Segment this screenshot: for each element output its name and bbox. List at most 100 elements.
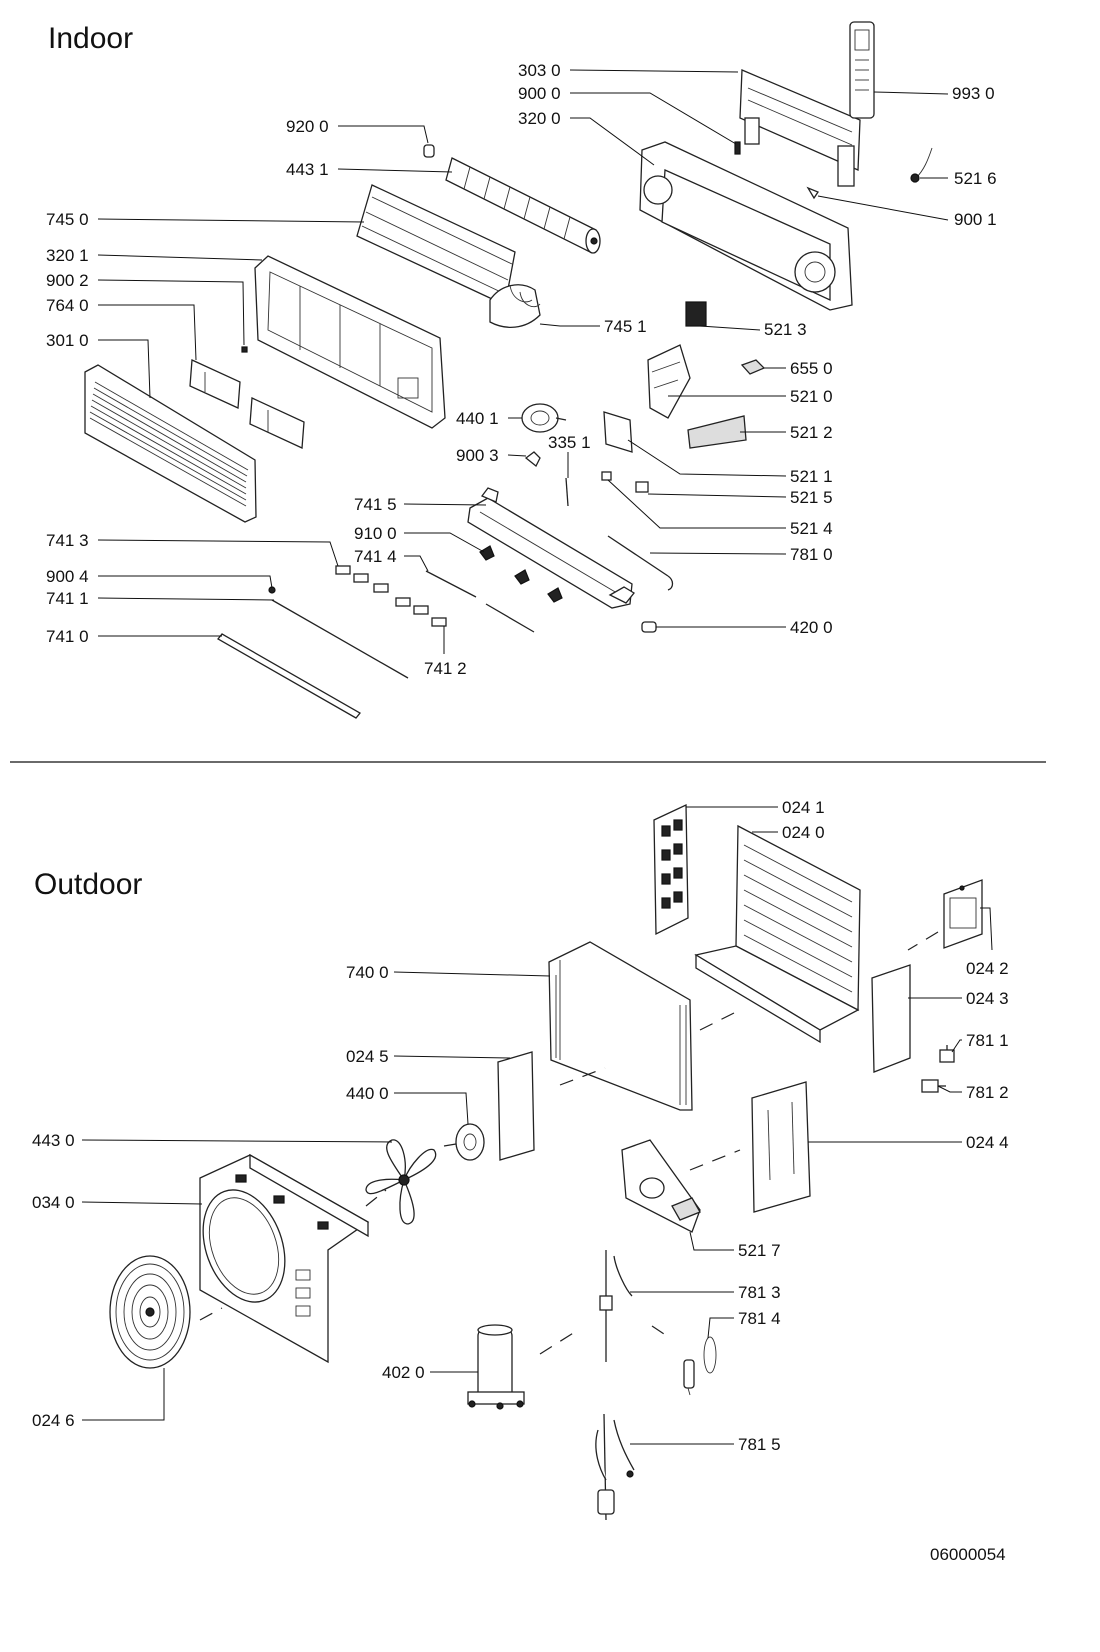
callout-521-7: 521 7: [738, 1241, 781, 1260]
callout-024-5: 024 5: [346, 1047, 389, 1066]
callout-741-2: 741 2: [424, 659, 467, 678]
component-655-0: [740, 359, 766, 375]
dash-024-4: [689, 1149, 741, 1171]
louver-bar-741-1: [271, 599, 409, 679]
callout-420-0: 420 0: [790, 618, 833, 637]
dash-024-6: [199, 1307, 223, 1321]
callout-741-1: 741 1: [46, 589, 89, 608]
callout-443-1: 443 1: [286, 160, 329, 179]
front-cabinet-drawing: [199, 1153, 370, 1364]
four-way-valve-drawing: [595, 1413, 635, 1521]
callout-024-1: 024 1: [782, 798, 825, 817]
rod-741-4-b: [485, 603, 535, 633]
terminal-cover-drawing: [943, 879, 983, 949]
callout-320-1: 320 1: [46, 246, 89, 265]
propeller-fan-drawing: [365, 1139, 437, 1225]
callout-024-3: 024 3: [966, 989, 1009, 1008]
callout-034-0: 034 0: [32, 1193, 75, 1212]
pcb-drawing: [687, 415, 747, 449]
callout-741-0: 741 0: [46, 627, 89, 646]
drain-tray-drawing: [467, 487, 635, 609]
callout-745-0: 745 0: [46, 210, 89, 229]
evaporator-drawing: [356, 184, 516, 306]
right-panel-drawing: [751, 1081, 811, 1213]
callout-024-0: 024 0: [782, 823, 825, 842]
louvers-drawing: [335, 565, 447, 627]
callout-521-6: 521 6: [954, 169, 997, 188]
evaporator-pipes-drawing: [489, 284, 541, 328]
callout-024-2: 024 2: [966, 959, 1009, 978]
callout-521-3: 521 3: [764, 320, 807, 339]
callout-521-0: 521 0: [790, 387, 833, 406]
compressor-drawing: [467, 1324, 525, 1410]
condenser-coil-drawing: [548, 941, 693, 1111]
callout-741-5: 741 5: [354, 495, 397, 514]
bearing-drawing: [423, 144, 435, 158]
flap-741-0: [217, 633, 361, 719]
shaft-335-1: [565, 477, 569, 507]
callout-335-1: 335 1: [548, 433, 591, 452]
side-panel-drawing: [871, 964, 911, 1073]
mounting-plate-drawing: [739, 69, 861, 187]
screw-900-1: [806, 186, 819, 200]
callout-781-2: 781 2: [966, 1083, 1009, 1102]
indoor-fan-motor-drawing: [521, 403, 567, 433]
clip-900-3: [524, 451, 541, 468]
pipe-assembly-781-3: [599, 1250, 633, 1362]
fan-guard-drawing: [109, 1255, 191, 1369]
remote-control-drawing: [849, 21, 875, 119]
component-521-4: [601, 471, 612, 481]
callout-440-0: 440 0: [346, 1084, 389, 1103]
outdoor-section-title: Outdoor: [34, 868, 142, 901]
dash-740-0-a: [699, 1009, 741, 1031]
clips-910-0: [479, 545, 495, 561]
callout-320-0: 320 0: [518, 109, 561, 128]
chassis-drawing: [639, 141, 853, 311]
screw-900-2: [241, 346, 248, 353]
front-panel-drawing: [84, 364, 257, 523]
callout-900-0: 900 0: [518, 84, 561, 103]
callout-741-3: 741 3: [46, 531, 89, 550]
sensor-drawing: [910, 147, 933, 183]
callout-303-0: 303 0: [518, 61, 561, 80]
callout-521-5: 521 5: [790, 488, 833, 507]
callout-402-0: 402 0: [382, 1363, 425, 1382]
component-420-0: [641, 621, 657, 633]
service-valve-781-1: [939, 1045, 955, 1063]
callout-440-1: 440 1: [456, 409, 499, 428]
callout-781-5: 781 5: [738, 1435, 781, 1454]
partition-plate-drawing: [497, 1051, 535, 1161]
callout-655-0: 655 0: [790, 359, 833, 378]
component-521-5: [635, 481, 649, 493]
dash-443-0: [365, 1189, 387, 1207]
callout-993-0: 993 0: [952, 84, 995, 103]
callout-745-1: 745 1: [604, 317, 647, 336]
callout-900-3: 900 3: [456, 446, 499, 465]
dash-024-2: [907, 931, 939, 951]
callout-900-4: 900 4: [46, 567, 89, 586]
callout-024-4: 024 4: [966, 1133, 1009, 1152]
front-frame-drawing: [254, 255, 446, 429]
callout-740-0: 740 0: [346, 963, 389, 982]
electrical-box-521-3: [685, 301, 707, 327]
document-id: 06000054: [930, 1545, 1006, 1564]
dash-740-0-b: [559, 1067, 606, 1086]
clips-910-0-b: [514, 569, 530, 585]
service-valve-781-2: [921, 1079, 946, 1093]
callout-900-2: 900 2: [46, 271, 89, 290]
callout-764-0: 764 0: [46, 296, 89, 315]
callout-920-0: 920 0: [286, 117, 329, 136]
outdoor-fan-motor-drawing: [443, 1123, 485, 1161]
callout-301-0: 301 0: [46, 331, 89, 350]
outdoor-control-box-drawing: [621, 1139, 701, 1233]
callout-521-1: 521 1: [790, 467, 833, 486]
insulation-sheet-drawing: [603, 411, 633, 453]
indoor-section-title: Indoor: [48, 22, 133, 55]
callout-781-0: 781 0: [790, 545, 833, 564]
callout-900-1: 900 1: [954, 210, 997, 229]
callout-781-3: 781 3: [738, 1283, 781, 1302]
drain-pipe-drawing: [607, 535, 674, 591]
clips-910-0-c: [547, 587, 563, 603]
